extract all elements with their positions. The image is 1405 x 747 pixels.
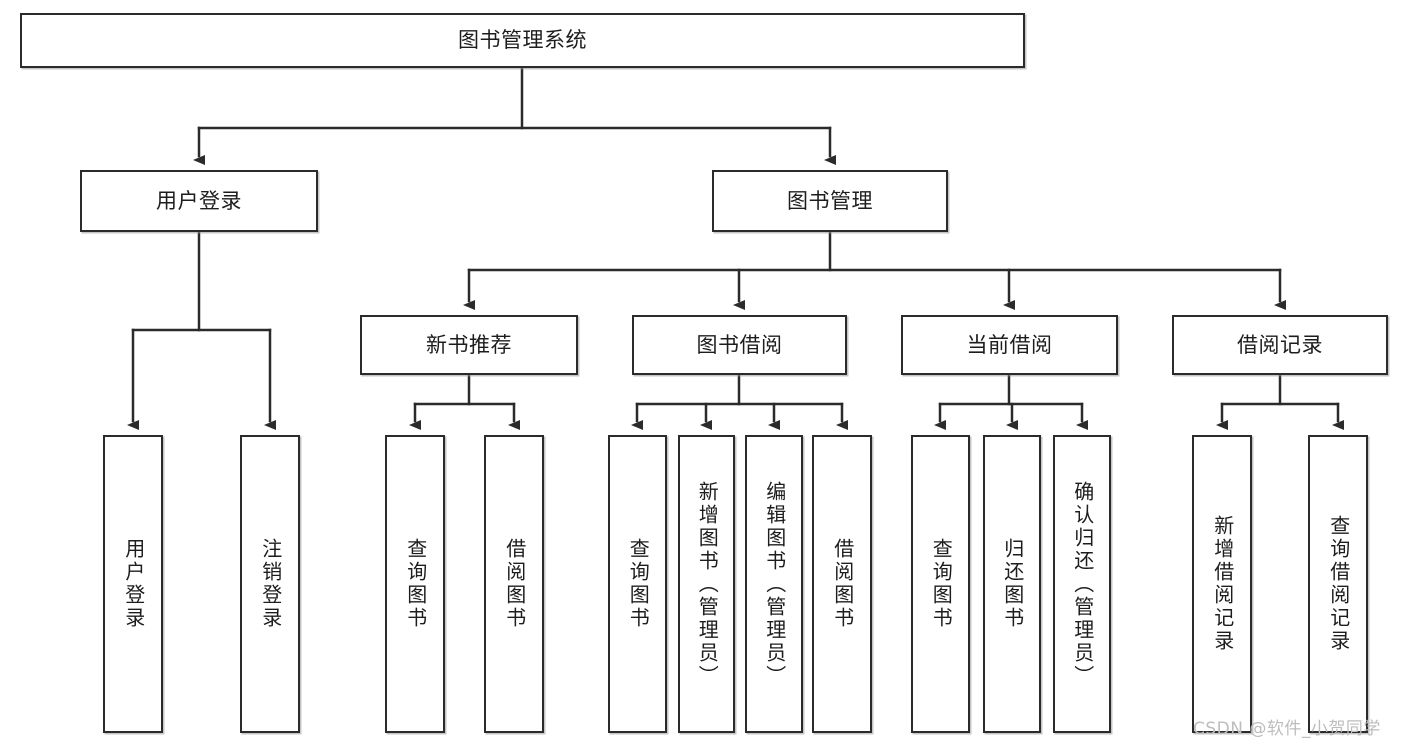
node-leaf-query-book-current-label: 查询图书 [929, 538, 954, 630]
connector-userlogin-to-leaves [127, 230, 276, 430]
connector-newbook-to-leaves [409, 373, 520, 430]
node-leaf-edit-book-admin[interactable]: 编辑图书（管理员） [745, 435, 803, 733]
node-leaf-borrow-book-new-label: 借阅图书 [502, 538, 527, 630]
connector-bookmanage-to-level3 [463, 230, 1286, 310]
node-leaf-confirm-return-admin-label: 确认归还（管理员） [1070, 480, 1095, 688]
node-root-label: 图书管理系统 [458, 28, 587, 53]
node-leaf-add-borrow-record-label: 新增借阅记录 [1210, 515, 1235, 653]
node-user-login[interactable]: 用户登录 [80, 170, 318, 232]
node-leaf-query-book-new[interactable]: 查询图书 [385, 435, 445, 733]
node-root[interactable]: 图书管理系统 [20, 13, 1025, 68]
node-leaf-add-book-admin[interactable]: 新增图书（管理员） [678, 435, 735, 733]
node-leaf-user-login[interactable]: 用户登录 [103, 435, 163, 733]
node-leaf-logout-label: 注销登录 [258, 538, 283, 630]
node-book-manage-label: 图书管理 [787, 188, 873, 213]
node-user-login-label: 用户登录 [156, 188, 242, 213]
node-leaf-logout[interactable]: 注销登录 [240, 435, 300, 733]
node-borrow-record[interactable]: 借阅记录 [1172, 315, 1388, 375]
node-leaf-query-book-current[interactable]: 查询图书 [911, 435, 970, 733]
node-book-borrow-label: 图书借阅 [696, 332, 783, 357]
node-leaf-query-borrow-record[interactable]: 查询借阅记录 [1308, 435, 1368, 733]
node-current-borrow-label: 当前借阅 [966, 332, 1053, 357]
node-leaf-query-borrow-record-label: 查询借阅记录 [1326, 515, 1351, 653]
node-leaf-user-login-label: 用户登录 [121, 538, 146, 630]
connector-bookborrow-to-leaves [631, 373, 848, 430]
connector-root-to-level2 [193, 66, 836, 165]
node-book-borrow[interactable]: 图书借阅 [632, 315, 847, 375]
node-leaf-borrow-book-label: 借阅图书 [830, 538, 855, 630]
node-leaf-edit-book-admin-label: 编辑图书（管理员） [762, 480, 787, 688]
node-leaf-borrow-book-new[interactable]: 借阅图书 [484, 435, 544, 733]
csdn-watermark: CSDN @软件_小贺同学 [1193, 719, 1381, 739]
node-new-book-recommend[interactable]: 新书推荐 [360, 315, 578, 375]
node-leaf-confirm-return-admin[interactable]: 确认归还（管理员） [1053, 435, 1111, 733]
node-new-book-recommend-label: 新书推荐 [426, 332, 512, 357]
node-leaf-query-book-borrow-label: 查询图书 [626, 538, 651, 630]
node-leaf-add-borrow-record[interactable]: 新增借阅记录 [1192, 435, 1252, 733]
node-leaf-return-book-label: 归还图书 [1000, 538, 1025, 630]
node-leaf-query-book-new-label: 查询图书 [403, 538, 428, 630]
node-leaf-return-book[interactable]: 归还图书 [983, 435, 1041, 733]
node-current-borrow[interactable]: 当前借阅 [901, 315, 1118, 375]
node-leaf-add-book-admin-label: 新增图书（管理员） [695, 480, 720, 688]
node-borrow-record-label: 借阅记录 [1237, 332, 1323, 357]
node-leaf-query-book-borrow[interactable]: 查询图书 [608, 435, 667, 733]
connector-currentborrow-to-leaves [934, 373, 1088, 430]
node-leaf-borrow-book[interactable]: 借阅图书 [812, 435, 872, 733]
node-book-manage[interactable]: 图书管理 [712, 170, 948, 232]
connector-borrowrecord-to-leaves [1216, 373, 1344, 430]
